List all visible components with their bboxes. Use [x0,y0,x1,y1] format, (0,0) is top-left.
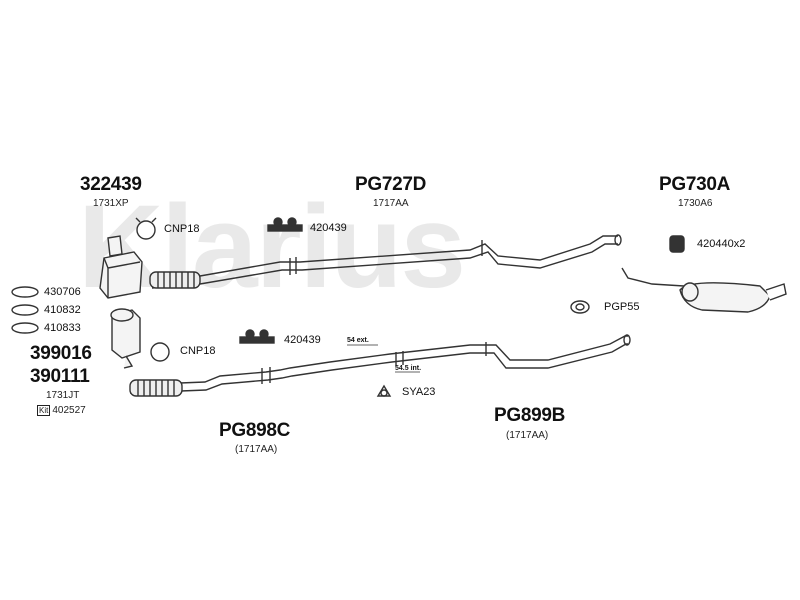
mount-420439-top [267,217,303,232]
part-pg899b-number: PG899B [494,405,566,426]
kit-number: 402527 [52,405,86,416]
kit-badge: Kit [37,405,51,416]
catalytic-converter [99,235,143,299]
label-cnp18-top: CNP18 [164,223,200,235]
part-pg727d-code: 1717AA [373,198,409,209]
label-sya23: SYA23 [402,386,436,398]
clamp-cnp18-bottom [150,342,170,362]
flex-section-bottom [129,379,183,397]
label-420440: 420440x2 [697,238,746,250]
note-54-ext: 54 ext. [347,337,369,344]
label-420439-bottom: 420439 [284,334,321,346]
front-pipe-top [151,234,622,289]
part-pg730a-code: 1730A6 [678,198,713,209]
part-pg899b-code: (1717AA) [506,430,549,441]
front-pipe-bottom [129,334,631,394]
part-pg727d-number: PG727D [355,174,427,195]
label-420439-top: 420439 [310,222,347,234]
part-399016-number: 399016 [30,343,92,364]
label-410832: 410832 [44,304,81,316]
part-322439-number: 322439 [80,174,142,195]
flex-section-top [149,271,201,289]
gasket-pgp55 [570,300,590,314]
hanger-sya23 [376,384,392,397]
label-430706: 430706 [44,286,81,298]
label-pgp55: PGP55 [604,301,640,313]
part-390111-code: 1731JT [46,390,80,401]
ring-430706 [11,286,39,298]
rear-silencer [621,267,787,313]
part-pg898c-number: PG898C [219,420,291,441]
part-pg898c-code: (1717AA) [235,444,278,455]
ring-410833 [11,322,39,334]
part-pg730a-number: PG730A [659,174,731,195]
part-322439-code: 1731XP [93,198,129,209]
particulate-filter [110,308,141,369]
label-410833: 410833 [44,322,81,334]
label-cnp18-bottom: CNP18 [180,345,216,357]
part-390111-number: 390111 [30,366,90,387]
mount-420440 [669,235,685,253]
watermark-logo: Klarius [78,181,466,313]
note-54-5-int: 54.5 int. [395,365,422,372]
mount-420439-bottom [239,329,275,344]
ring-410832 [11,304,39,316]
clamp-cnp18-top [135,217,157,240]
